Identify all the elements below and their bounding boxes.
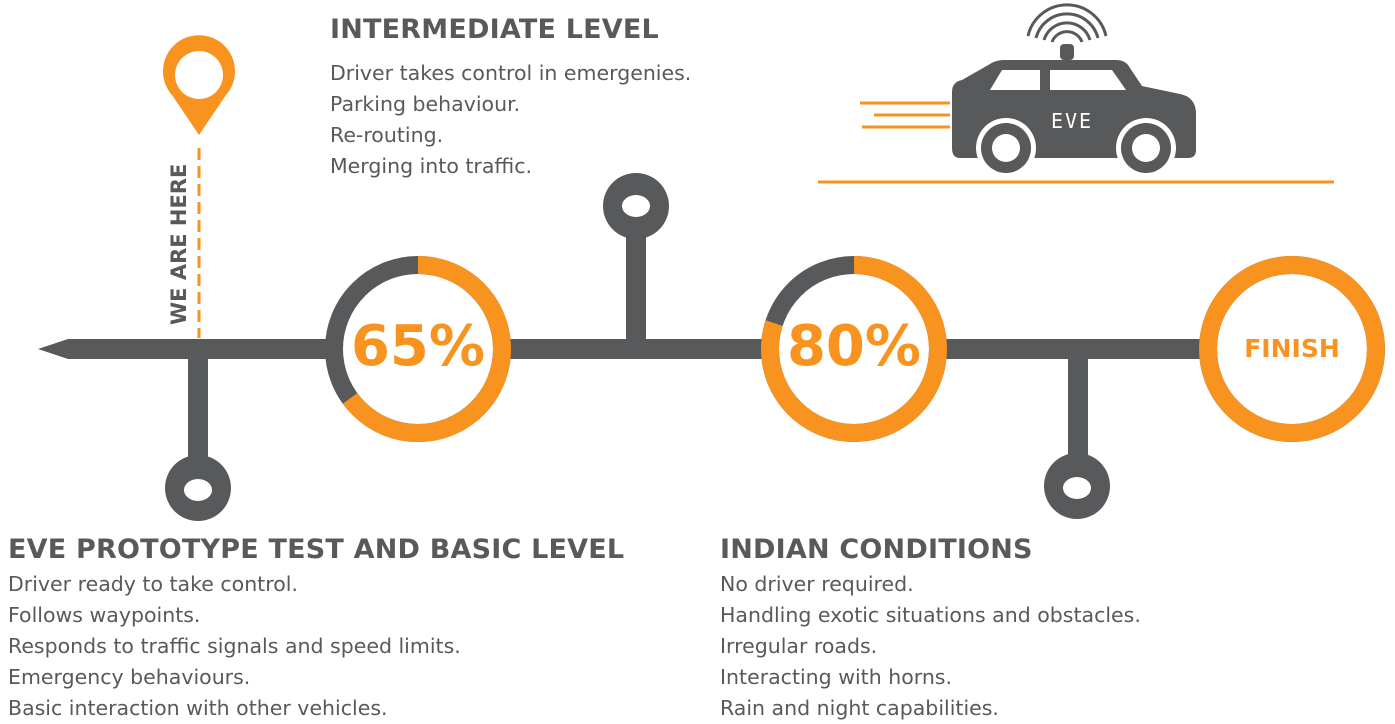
basic-level-title: EVE PROTOTYPE TEST AND BASIC LEVEL: [8, 534, 625, 565]
we-are-here-label: WE ARE HERE: [167, 163, 191, 325]
list-item: Irregular roads.: [720, 634, 878, 658]
list-item: Emergency behaviours.: [8, 665, 251, 689]
milestone-65-label: 65%: [350, 314, 486, 379]
progress-ring-fill: [342, 256, 511, 442]
list-item: Rain and night capabilities.: [720, 696, 999, 720]
autonomous-car-icon: EVE: [818, 3, 1334, 184]
progress-ring-fill: [761, 256, 947, 442]
list-item: Interacting with horns.: [720, 665, 953, 689]
list-item: Merging into traffic.: [330, 154, 533, 178]
indian-conditions-title: INDIAN CONDITIONS: [720, 534, 1033, 565]
milestone-finish-label: FINISH: [1244, 334, 1340, 363]
intermediate-level-list: Driver takes control in emergenies. Park…: [330, 58, 691, 182]
progress-rings: [325, 256, 1385, 442]
list-item: No driver required.: [720, 572, 914, 596]
list-item: Parking behaviour.: [330, 92, 521, 116]
location-pin-icon: [163, 35, 235, 338]
indian-conditions-list: No driver required. Handling exotic situ…: [720, 569, 1141, 724]
indian-conditions-pin: [1044, 349, 1110, 519]
list-item: Basic interaction with other vehicles.: [8, 696, 388, 720]
intermediate-level-title: INTERMEDIATE LEVEL: [330, 14, 659, 45]
milestone-80-label: 80%: [786, 314, 922, 379]
list-item: Driver takes control in emergenies.: [330, 61, 692, 85]
intermediate-level-pin: [603, 173, 669, 350]
list-item: Handling exotic situations and obstacles…: [720, 603, 1141, 627]
list-item: Re-routing.: [330, 123, 444, 147]
list-item: Responds to traffic signals and speed li…: [8, 634, 461, 658]
basic-level-pin: [165, 349, 231, 521]
list-item: Follows waypoints.: [8, 603, 201, 627]
car-label: EVE: [1051, 109, 1093, 133]
progress-ring-fill: [1199, 256, 1385, 442]
basic-level-list: Driver ready to take control. Follows wa…: [8, 569, 461, 724]
list-item: Driver ready to take control.: [8, 572, 298, 596]
